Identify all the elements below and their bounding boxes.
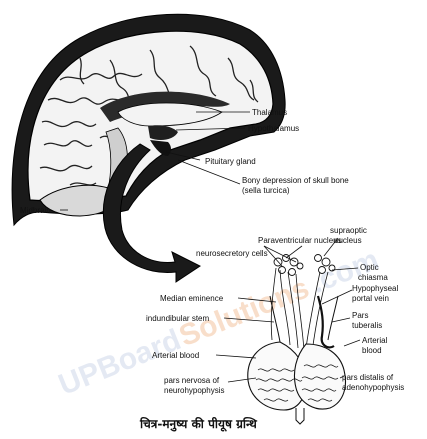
label-arterial-blood-right-line2: blood <box>362 346 382 355</box>
label-supraoptic-line2: nucleus <box>334 236 362 245</box>
label-pars-tuberalis-line2: tuberalis <box>352 321 382 330</box>
label-arterial-blood-left: Arterial blood <box>152 351 199 360</box>
label-thalamus: Thalamus <box>252 108 287 117</box>
label-supraoptic-line1: supraoptic <box>330 226 367 235</box>
watermark-part2: Solutions <box>175 271 314 353</box>
portal-vein <box>316 295 335 349</box>
pituitary-gland-small <box>150 140 171 156</box>
label-neurosecretory-cells: neurosecretory cells <box>196 249 268 258</box>
label-pars-nervosa-line1: pars nervosa of <box>164 376 220 385</box>
label-pars-nervosa-line2: neurohypophysis <box>164 386 224 395</box>
label-arterial-blood-right-line1: Arterial <box>362 336 388 345</box>
label-pars-tuberalis-line1: Pars <box>352 311 368 320</box>
pituitary-leader-lines <box>215 237 361 383</box>
label-hypothalamus: Hypothalamus <box>248 124 299 133</box>
zoom-arrow <box>102 143 201 283</box>
venous-drain <box>295 408 305 425</box>
figure-caption: चित्र-मनुष्य की पीयूष ग्रन्थि <box>139 417 258 432</box>
label-optic-line1: Optic <box>360 263 379 272</box>
label-bony-depression-line2: (sella turcica) <box>242 186 290 195</box>
label-paraventricular-nucleus: Paraventricular nucleus <box>258 236 342 245</box>
label-bony-depression-line1: Bony depression of skull bone <box>242 176 349 185</box>
brain-leader-lines <box>60 111 250 211</box>
pars-distalis-lobe <box>293 343 347 410</box>
pituitary-detail <box>247 254 347 425</box>
label-hypophyseal-line1: Hypophyseal <box>352 284 398 293</box>
label-midbrain: Midbrain <box>20 206 51 215</box>
thalamus-region <box>117 102 223 127</box>
label-indundibular-stem: indundibular stem <box>146 314 209 323</box>
brain-gyri <box>39 45 259 186</box>
label-optic-line2: chiasma <box>358 273 388 282</box>
axon-tracts <box>270 267 329 353</box>
label-pars-distalis-line2: adenohypophysis <box>342 383 404 392</box>
brain-illustration <box>11 13 286 283</box>
label-hypophyseal-line2: portal vein <box>352 294 389 303</box>
hypothalamus-region <box>148 125 178 140</box>
capillary-beds <box>255 364 339 402</box>
label-pituitary-gland: Pituitary gland <box>205 157 256 166</box>
label-median-eminence: Median eminence <box>160 294 224 303</box>
label-pars-distalis-line1: pars distalis of <box>342 373 394 382</box>
infundibular-stalk <box>269 295 339 343</box>
